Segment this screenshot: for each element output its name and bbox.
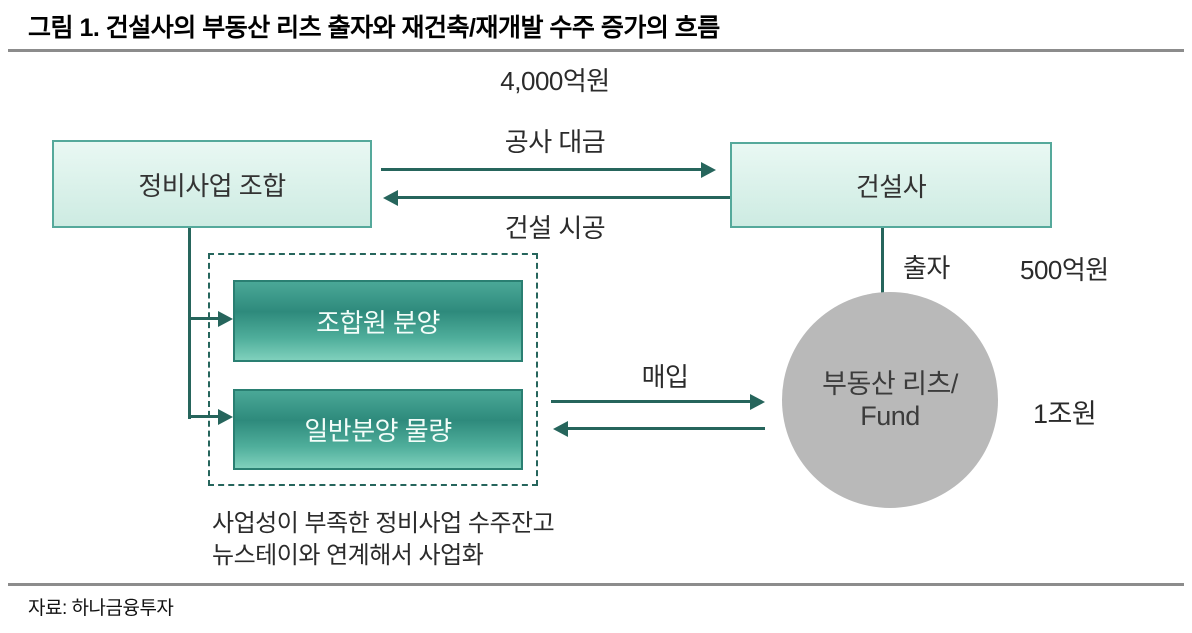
member-sale-box-label: 조합원 분양 xyxy=(316,307,440,338)
return-arrow-line xyxy=(567,427,765,430)
general-sale-box: 일반분양 물량 xyxy=(233,389,523,470)
figure-title: 그림 1. 건설사의 부동산 리츠 출자와 재건축/재개발 수주 증가의 흐름 xyxy=(28,14,720,42)
source-label: 자료: 하나금융투자 xyxy=(28,598,174,619)
general-branch-arrowhead-icon xyxy=(218,409,233,425)
annotation-line2: 뉴스테이와 연계해서 사업화 xyxy=(212,542,484,569)
payment-amount-label: 4,000억원 xyxy=(500,66,610,96)
general-branch-line xyxy=(188,415,220,418)
investment-amount-label: 500억원 xyxy=(1020,255,1109,285)
annotation-block: 사업성이 부족한 정비사업 수주잔고 뉴스테이와 연계해서 사업화 xyxy=(212,508,555,572)
reit-fund-circle-line2: Fund xyxy=(860,401,920,431)
purchase-arrowhead-icon xyxy=(750,394,765,410)
builder-box-label: 건설사 xyxy=(855,171,927,202)
reit-fund-circle: 부동산 리츠/ Fund xyxy=(782,292,998,508)
purchase-flow-label: 매입 xyxy=(641,362,689,392)
annotation-line1: 사업성이 부족한 정비사업 수주잔고 xyxy=(212,510,555,537)
return-arrowhead-icon xyxy=(553,421,568,437)
investment-connector-line xyxy=(881,228,884,293)
union-box: 정비사업 조합 xyxy=(52,140,372,228)
payment-flow-label: 공사 대금 xyxy=(504,127,606,157)
investment-flow-label: 출자 xyxy=(903,253,950,283)
payment-arrowhead-icon xyxy=(701,162,716,178)
payment-arrow-line xyxy=(381,168,703,171)
union-connector-line xyxy=(188,228,191,419)
fund-amount-label: 1조원 xyxy=(1033,399,1097,429)
member-branch-line xyxy=(188,317,220,320)
builder-box: 건설사 xyxy=(730,142,1052,228)
construction-flow-label: 건설 시공 xyxy=(504,213,606,243)
reit-fund-circle-line1: 부동산 리츠/ xyxy=(822,369,958,399)
title-divider xyxy=(8,49,1184,52)
construction-arrow-line xyxy=(397,196,730,199)
member-sale-box: 조합원 분양 xyxy=(233,280,523,362)
construction-arrowhead-icon xyxy=(383,190,398,206)
footer-divider xyxy=(8,583,1184,586)
sale-group-dashed-box xyxy=(208,253,538,486)
member-branch-arrowhead-icon xyxy=(218,311,233,327)
union-box-label: 정비사업 조합 xyxy=(138,170,286,201)
purchase-arrow-line xyxy=(551,400,751,403)
general-sale-box-label: 일반분양 물량 xyxy=(304,416,452,446)
